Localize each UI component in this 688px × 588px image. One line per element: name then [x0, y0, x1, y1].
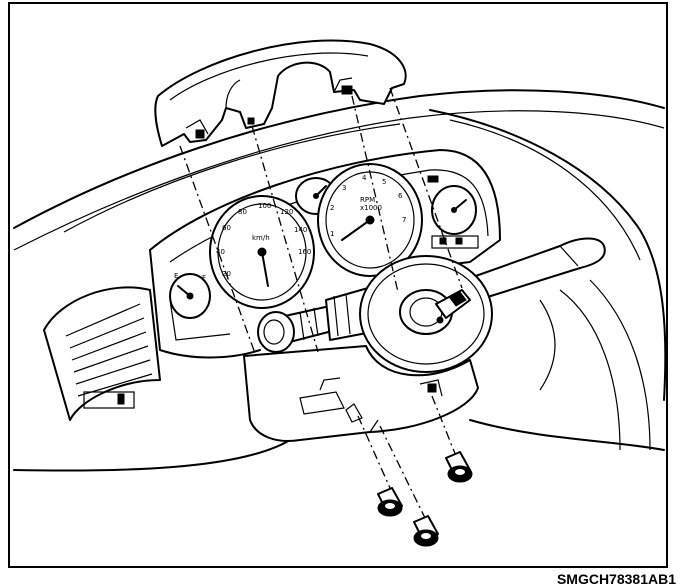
alignment-lines — [179, 87, 463, 521]
turn-signal-stalk — [469, 237, 606, 301]
steering-column-hub — [359, 255, 493, 373]
svg-text:100: 100 — [258, 202, 271, 210]
svg-text:2: 2 — [330, 204, 334, 212]
headlamp-switch-stalk — [257, 305, 337, 353]
instrument-cluster: E F 20 40 60 80 100 120 140 160 km/h — [149, 149, 501, 359]
dashboard-outline — [13, 89, 667, 472]
figure-caption: SMGCH78381AB1 — [556, 571, 676, 587]
svg-text:60: 60 — [222, 224, 231, 232]
svg-text:RPM: RPM — [360, 196, 375, 204]
svg-text:120: 120 — [280, 208, 293, 216]
svg-text:x1000: x1000 — [360, 204, 382, 212]
svg-text:40: 40 — [216, 248, 225, 256]
cover-screw-1 — [377, 487, 403, 517]
lower-column-cover — [243, 345, 479, 442]
cover-screw-3 — [445, 451, 473, 483]
svg-text:4: 4 — [362, 174, 367, 182]
fuel-gauge: E F — [169, 272, 211, 319]
air-vent — [43, 286, 161, 421]
svg-text:km/h: km/h — [252, 234, 270, 242]
svg-text:5: 5 — [382, 178, 386, 186]
svg-text:80: 80 — [238, 208, 247, 216]
svg-text:160: 160 — [298, 248, 311, 256]
svg-text:6: 6 — [398, 192, 403, 200]
svg-text:140: 140 — [294, 226, 307, 234]
speedometer: 20 40 60 80 100 120 140 160 km/h — [209, 195, 315, 309]
upper-column-cover — [154, 39, 407, 147]
svg-text:1: 1 — [330, 230, 334, 238]
illustration-frame — [8, 2, 668, 568]
voltage-gauge — [427, 175, 479, 249]
svg-text:E: E — [174, 272, 178, 280]
svg-text:F: F — [202, 274, 206, 282]
svg-text:3: 3 — [342, 184, 346, 192]
cover-screw-2 — [413, 515, 439, 547]
svg-text:7: 7 — [402, 216, 406, 224]
